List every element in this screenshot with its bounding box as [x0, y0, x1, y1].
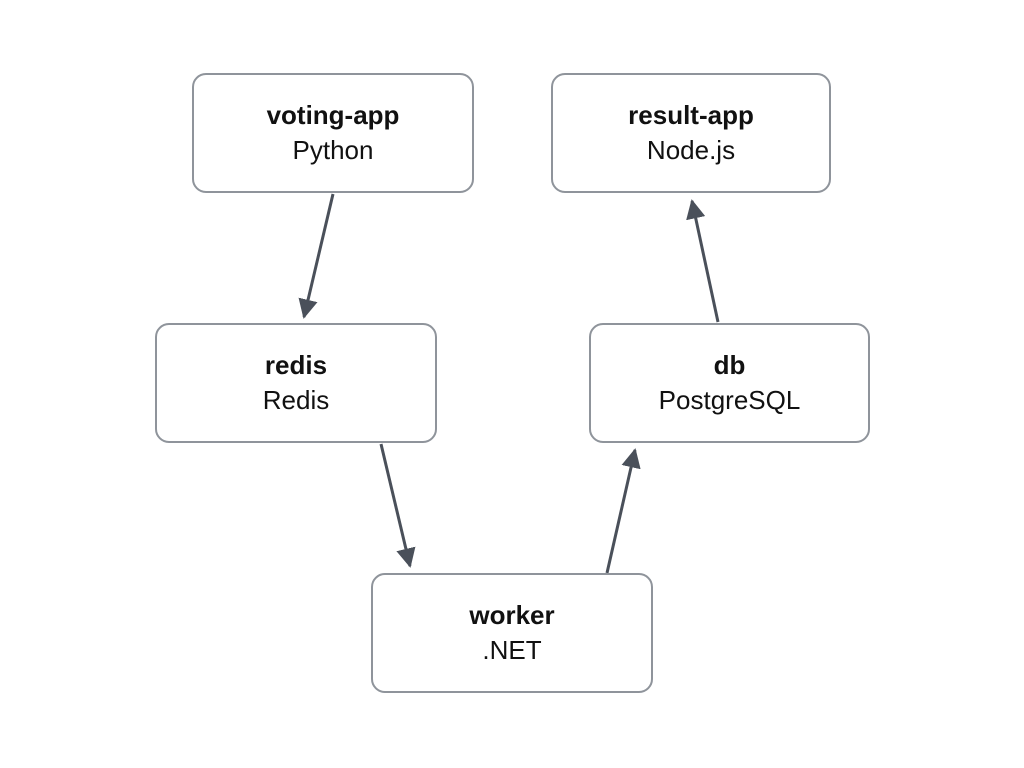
node-title: worker [469, 600, 555, 630]
node-title: result-app [628, 100, 754, 130]
node-subtitle: .NET [482, 635, 542, 665]
arrow-voting-app-to-redis [298, 193, 335, 319]
arrow-db-to-result-app [686, 199, 720, 323]
node-db: db PostgreSQL [589, 323, 870, 443]
node-voting-app: voting-app Python [192, 73, 474, 193]
node-title: db [713, 350, 746, 380]
arrow-worker-to-db [605, 448, 641, 574]
node-title: redis [264, 350, 328, 380]
node-subtitle: Redis [262, 385, 330, 415]
node-subtitle: PostgreSQL [658, 385, 801, 415]
arrow-redis-to-worker [379, 443, 416, 568]
node-result-app: result-app Node.js [551, 73, 831, 193]
node-subtitle: Python [292, 135, 374, 165]
node-subtitle: Node.js [646, 135, 736, 165]
node-redis: redis Redis [155, 323, 437, 443]
node-worker: worker .NET [371, 573, 653, 693]
node-title: voting-app [266, 100, 400, 130]
